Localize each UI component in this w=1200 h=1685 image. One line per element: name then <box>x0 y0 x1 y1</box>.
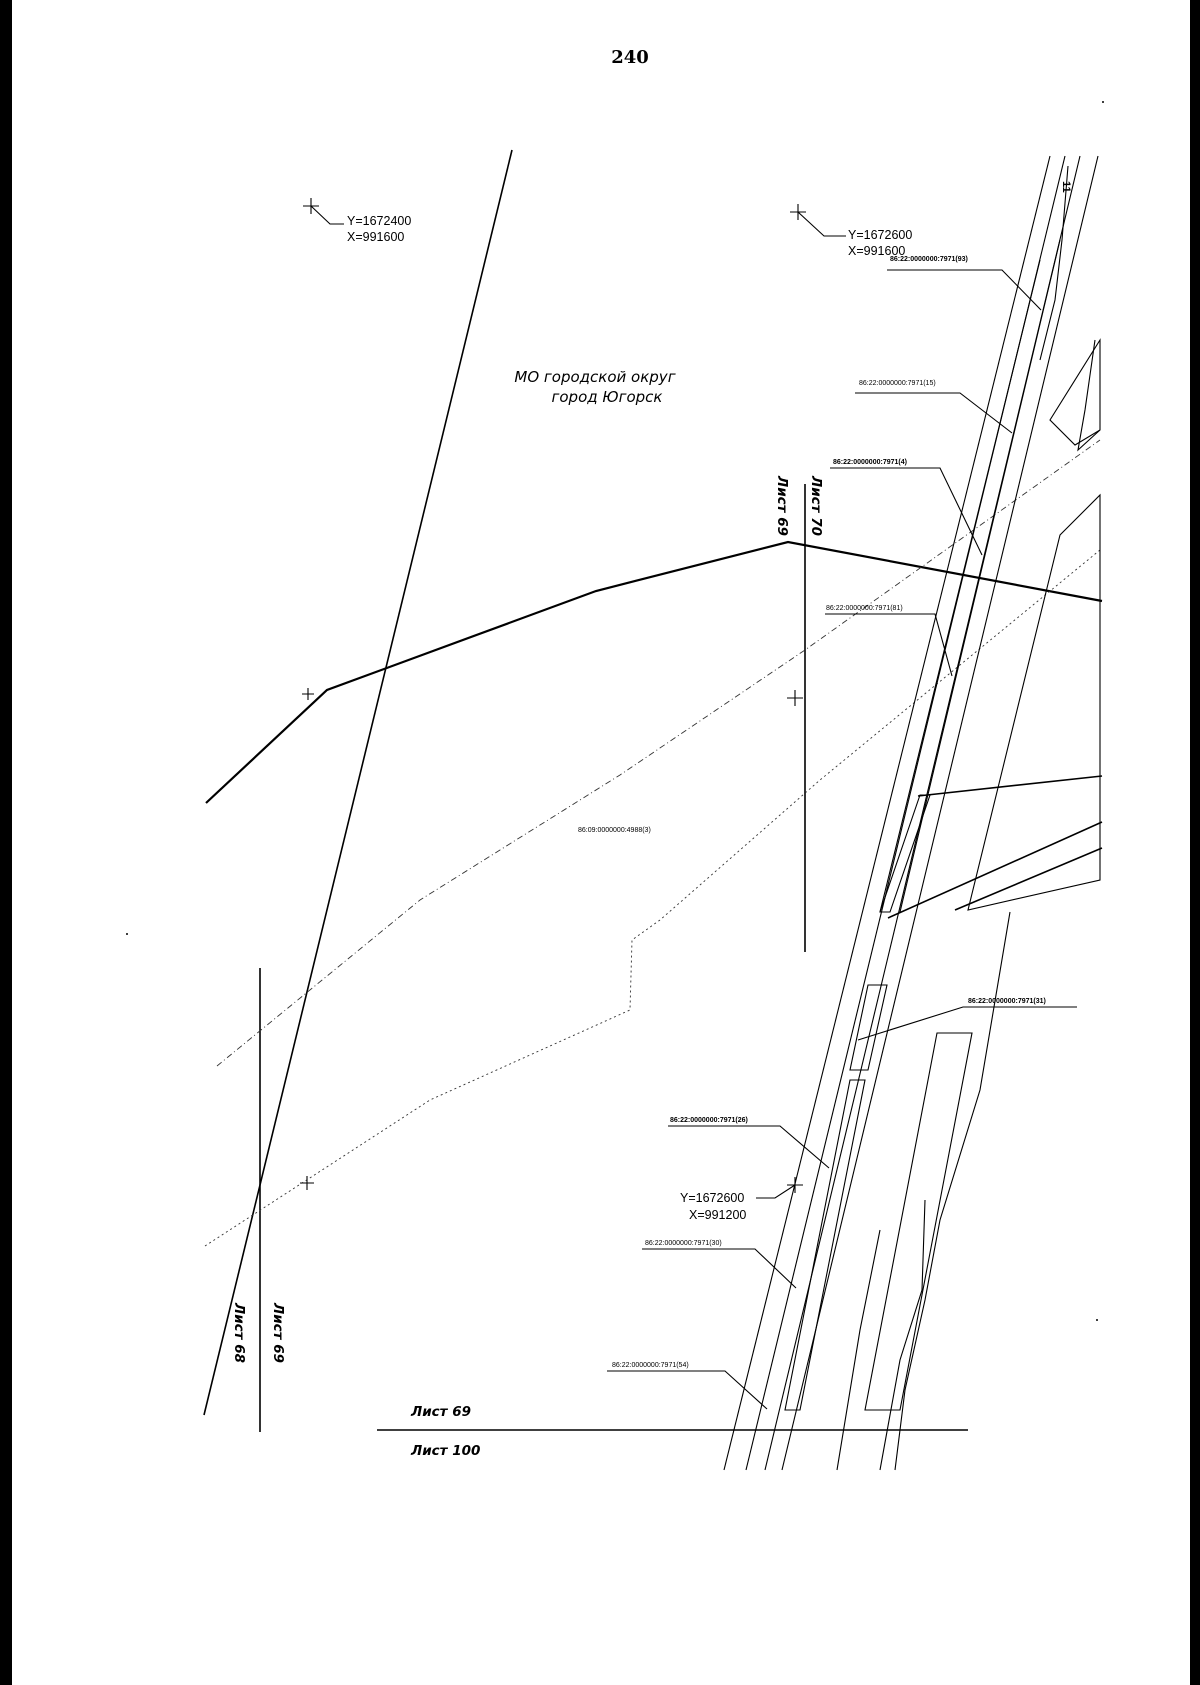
coord-x-label: X=991600 <box>848 244 905 258</box>
parcel-label: 86:22:0000000:7971(15) <box>859 380 936 387</box>
crosshair-markers <box>300 198 806 1193</box>
leader-line <box>917 775 1103 797</box>
sheet-label-100: Лист 100 <box>410 1443 480 1459</box>
dashed-line-lower <box>204 549 1101 1247</box>
scan-border-left <box>0 0 12 1685</box>
marker-label: 11 <box>1060 181 1072 193</box>
parcel-label: 86:22:0000000:7971(30) <box>645 1240 722 1247</box>
parcel-label: 86:22:0000000:7971(93) <box>890 256 968 263</box>
parcel-label: 86:09:0000000:4988(3) <box>578 827 651 834</box>
coord-y-label: Y=1672400 <box>347 214 411 228</box>
coord-x-label: X=991200 <box>689 1208 746 1222</box>
parcel-label: 86:22:0000000:7971(4) <box>833 459 907 466</box>
sheet-label-68: Лист 68 <box>231 1302 247 1363</box>
sheet-label-69-left: Лист 69 <box>270 1302 286 1363</box>
scan-border-right <box>1190 0 1200 1685</box>
corridor-lines <box>723 155 1101 1471</box>
page-number: 240 <box>611 47 649 68</box>
coord-leader <box>797 211 846 237</box>
coord-y-label: Y=1672600 <box>680 1191 744 1205</box>
parcel-shapes <box>784 338 1101 1411</box>
region-label-line2: город Югорск <box>552 388 663 406</box>
boundary-line-diagonal <box>203 149 513 1416</box>
boundary-polyline <box>205 540 1103 804</box>
parcel-label: 86:22:0000000:7971(81) <box>826 605 903 612</box>
parcel-label: 86:22:0000000:7971(31) <box>968 998 1046 1005</box>
dashdot-line-upper <box>216 439 1101 1067</box>
parcel-label: 86:22:0000000:7971(26) <box>670 1117 748 1124</box>
coord-y-label: Y=1672600 <box>848 228 912 242</box>
sheet-label-69-top: Лист 69 <box>774 475 790 536</box>
scan-speck <box>1102 101 1104 103</box>
leader-line <box>887 821 1103 919</box>
coord-leader <box>310 205 344 225</box>
leader-line <box>954 847 1103 911</box>
coord-leader <box>756 1184 796 1199</box>
sheet-label-69-bottom: Лист 69 <box>410 1404 471 1420</box>
scan-speck <box>1096 1319 1098 1321</box>
scan-speck <box>126 933 128 935</box>
region-label-line1: МО городской округ <box>514 368 675 386</box>
coord-x-label: X=991600 <box>347 230 404 244</box>
parcel-label: 86:22:0000000:7971(54) <box>612 1362 689 1369</box>
sheet-label-70: Лист 70 <box>808 475 824 536</box>
parcel-leaders <box>607 269 1077 1410</box>
